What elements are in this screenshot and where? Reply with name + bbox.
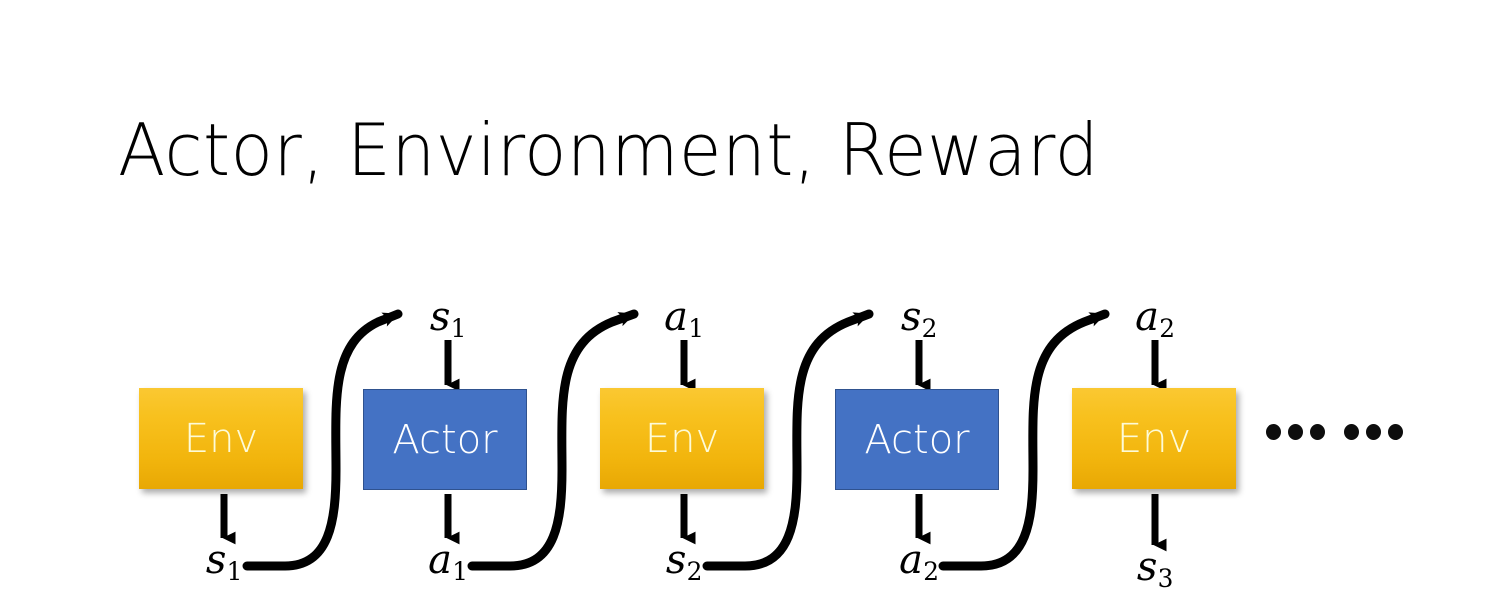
math-base: s — [900, 294, 922, 340]
node-label: Env — [1116, 415, 1192, 462]
ellipsis-dot — [1310, 424, 1325, 440]
node-label: Env — [644, 415, 720, 462]
ellipsis-dot — [1266, 424, 1281, 440]
math-subscript: 1 — [226, 557, 243, 587]
node-label: Env — [183, 415, 259, 462]
math-base: a — [428, 537, 453, 583]
node-actor-2[interactable]: Actor — [835, 389, 999, 490]
math-subscript: 2 — [1159, 314, 1176, 344]
math-subscript: 1 — [688, 314, 705, 344]
label-state-s1-top: s1 — [429, 294, 467, 341]
math-subscript: 2 — [686, 557, 703, 587]
curve-s2-to-actor-2 — [702, 309, 874, 571]
math-base: a — [899, 537, 924, 583]
page-title: Actor, Environment, Reward — [118, 108, 1100, 192]
node-actor-1[interactable]: Actor — [363, 389, 527, 490]
math-base: a — [1135, 294, 1160, 340]
math-subscript: 2 — [921, 314, 938, 344]
label-state-s3-bottom: s3 — [1136, 544, 1174, 591]
ellipsis-continuation — [1266, 424, 1403, 440]
label-state-s2-bottom: s2 — [665, 537, 703, 584]
ellipsis-dot — [1344, 424, 1359, 440]
curve-s1-to-actor-1 — [242, 309, 403, 571]
math-base: s — [665, 537, 687, 583]
math-base: s — [205, 537, 227, 583]
math-subscript: 2 — [923, 557, 940, 587]
math-subscript: 1 — [450, 314, 467, 344]
ellipsis-dot — [1288, 424, 1303, 440]
curve-a2-to-env-3 — [938, 309, 1110, 571]
label-action-a2-bottom: a2 — [899, 537, 939, 584]
ellipsis-dot — [1388, 424, 1403, 440]
label-action-a2-top: a2 — [1135, 294, 1175, 341]
curve-a1-to-env-2 — [467, 309, 639, 571]
node-env-3[interactable]: Env — [1072, 388, 1236, 489]
label-action-a1-top: a1 — [664, 294, 704, 341]
ellipsis-spacer — [1332, 432, 1337, 433]
node-label: Actor — [864, 416, 970, 463]
math-base: s — [1136, 544, 1158, 590]
node-env-1[interactable]: Env — [139, 388, 303, 489]
math-subscript: 1 — [452, 557, 469, 587]
label-action-a1-bottom: a1 — [428, 537, 468, 584]
math-base: s — [429, 294, 451, 340]
math-subscript: 3 — [1157, 564, 1174, 594]
label-state-s2-top: s2 — [900, 294, 938, 341]
node-env-2[interactable]: Env — [600, 388, 764, 489]
ellipsis-dot — [1366, 424, 1381, 440]
node-label: Actor — [392, 416, 498, 463]
label-state-s1-bottom: s1 — [205, 537, 243, 584]
math-base: a — [664, 294, 689, 340]
